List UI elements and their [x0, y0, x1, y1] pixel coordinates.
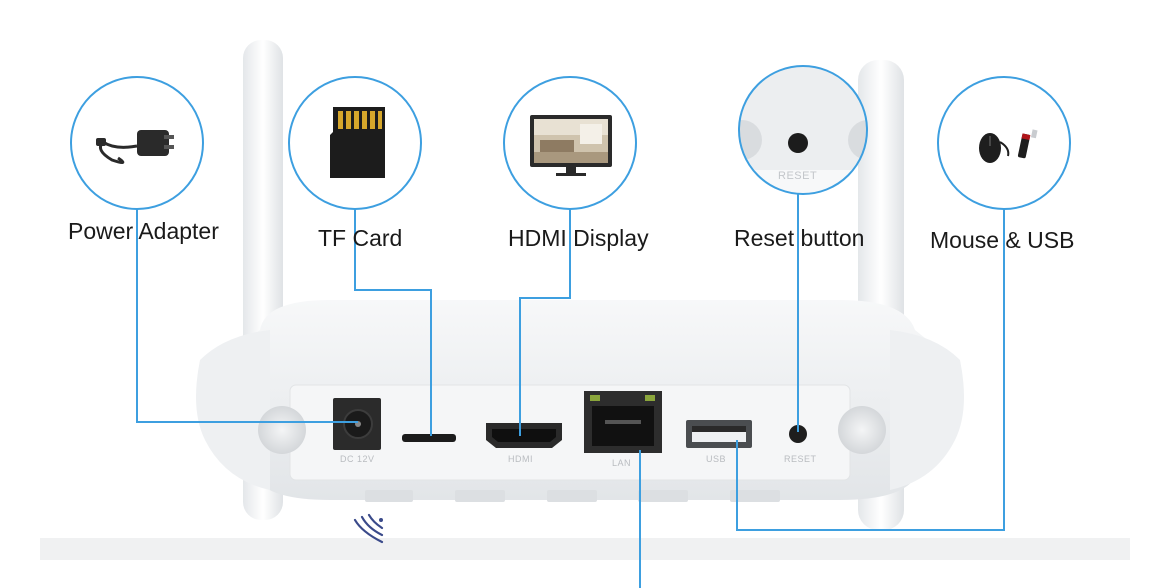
callout-power-adapter-circle [70, 76, 204, 210]
hdmi-port [486, 423, 562, 448]
port-tag-lan: LAN [612, 458, 632, 468]
label-mouse-usb: Mouse & USB [930, 227, 1075, 253]
usb-port [686, 420, 752, 448]
callout-mouse-usb-circle [937, 76, 1071, 210]
line-power-adapter [136, 207, 358, 423]
line-usb [736, 207, 1005, 531]
port-tag-dc: DC 12V [340, 454, 375, 464]
label-tf-card: TF Card [318, 225, 403, 251]
line-tf-card [354, 205, 432, 436]
line-hdmi [519, 208, 571, 436]
monitor-icon [530, 115, 612, 176]
port-tag-hdmi: HDMI [508, 454, 533, 464]
label-reset-button: Reset button [734, 225, 865, 251]
callout-tf-card-circle [288, 76, 422, 210]
sd-card-icon [330, 107, 385, 178]
callout-hdmi-circle [503, 76, 637, 210]
reset-hole [789, 425, 807, 443]
label-hdmi-display: HDMI Display [508, 225, 649, 251]
zoom-reset-print: RESET [778, 170, 818, 182]
port-tag-reset: RESET [784, 454, 817, 464]
reset-hole-icon [788, 133, 808, 153]
tf-card-slot [402, 434, 456, 442]
callout-lines [136, 194, 1005, 588]
label-power-adapter: Power Adapter [68, 218, 219, 244]
mouse-usb-icon [979, 129, 1038, 163]
power-adapter-icon [96, 130, 174, 165]
lan-port [584, 391, 662, 453]
floor-strip [40, 538, 1130, 560]
dc-power-port [333, 398, 381, 450]
port-tag-usb: USB [706, 454, 727, 464]
wifi-symbol-icon [353, 513, 384, 544]
router-body [196, 300, 964, 502]
